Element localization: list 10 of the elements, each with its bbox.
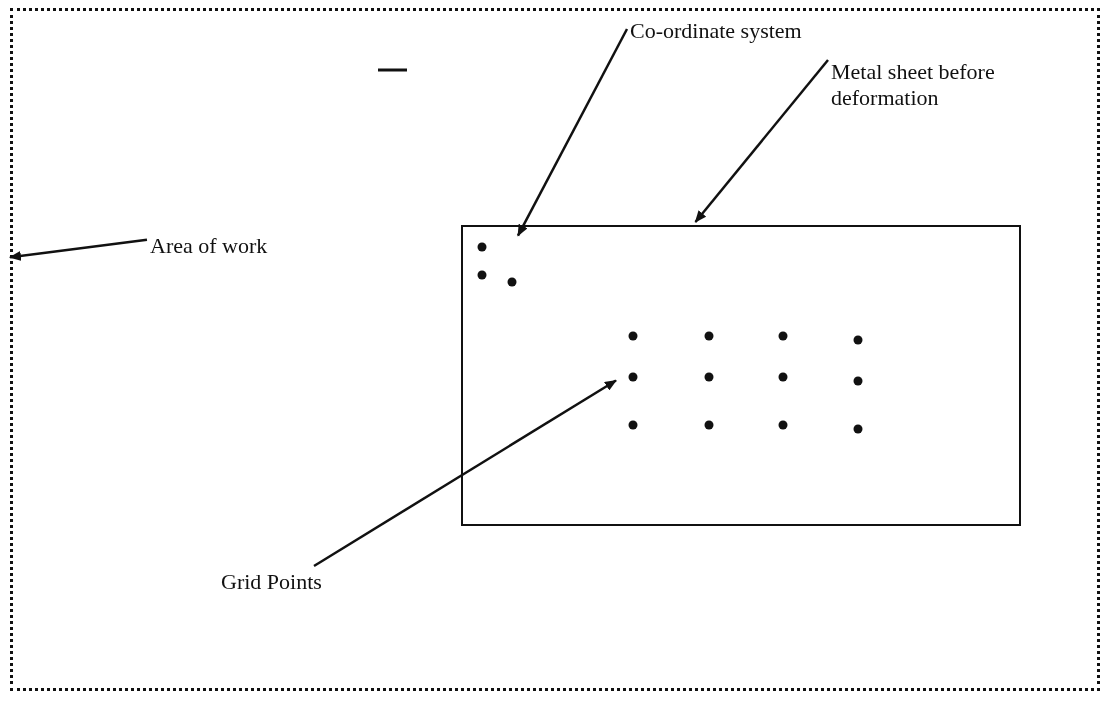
leader-arrow bbox=[516, 28, 629, 237]
callout-label: Metal sheet before deformation bbox=[831, 59, 1011, 115]
callout-label: Grid Points bbox=[221, 569, 381, 597]
leader-arrow bbox=[694, 59, 829, 223]
leader-arrow bbox=[313, 379, 617, 568]
leader-arrow bbox=[9, 238, 148, 261]
work-area-border bbox=[10, 8, 1100, 691]
callout-label: Area of work bbox=[150, 233, 330, 261]
callout-label: Co-ordinate system bbox=[630, 18, 850, 46]
metal-sheet-rectangle bbox=[461, 225, 1021, 526]
